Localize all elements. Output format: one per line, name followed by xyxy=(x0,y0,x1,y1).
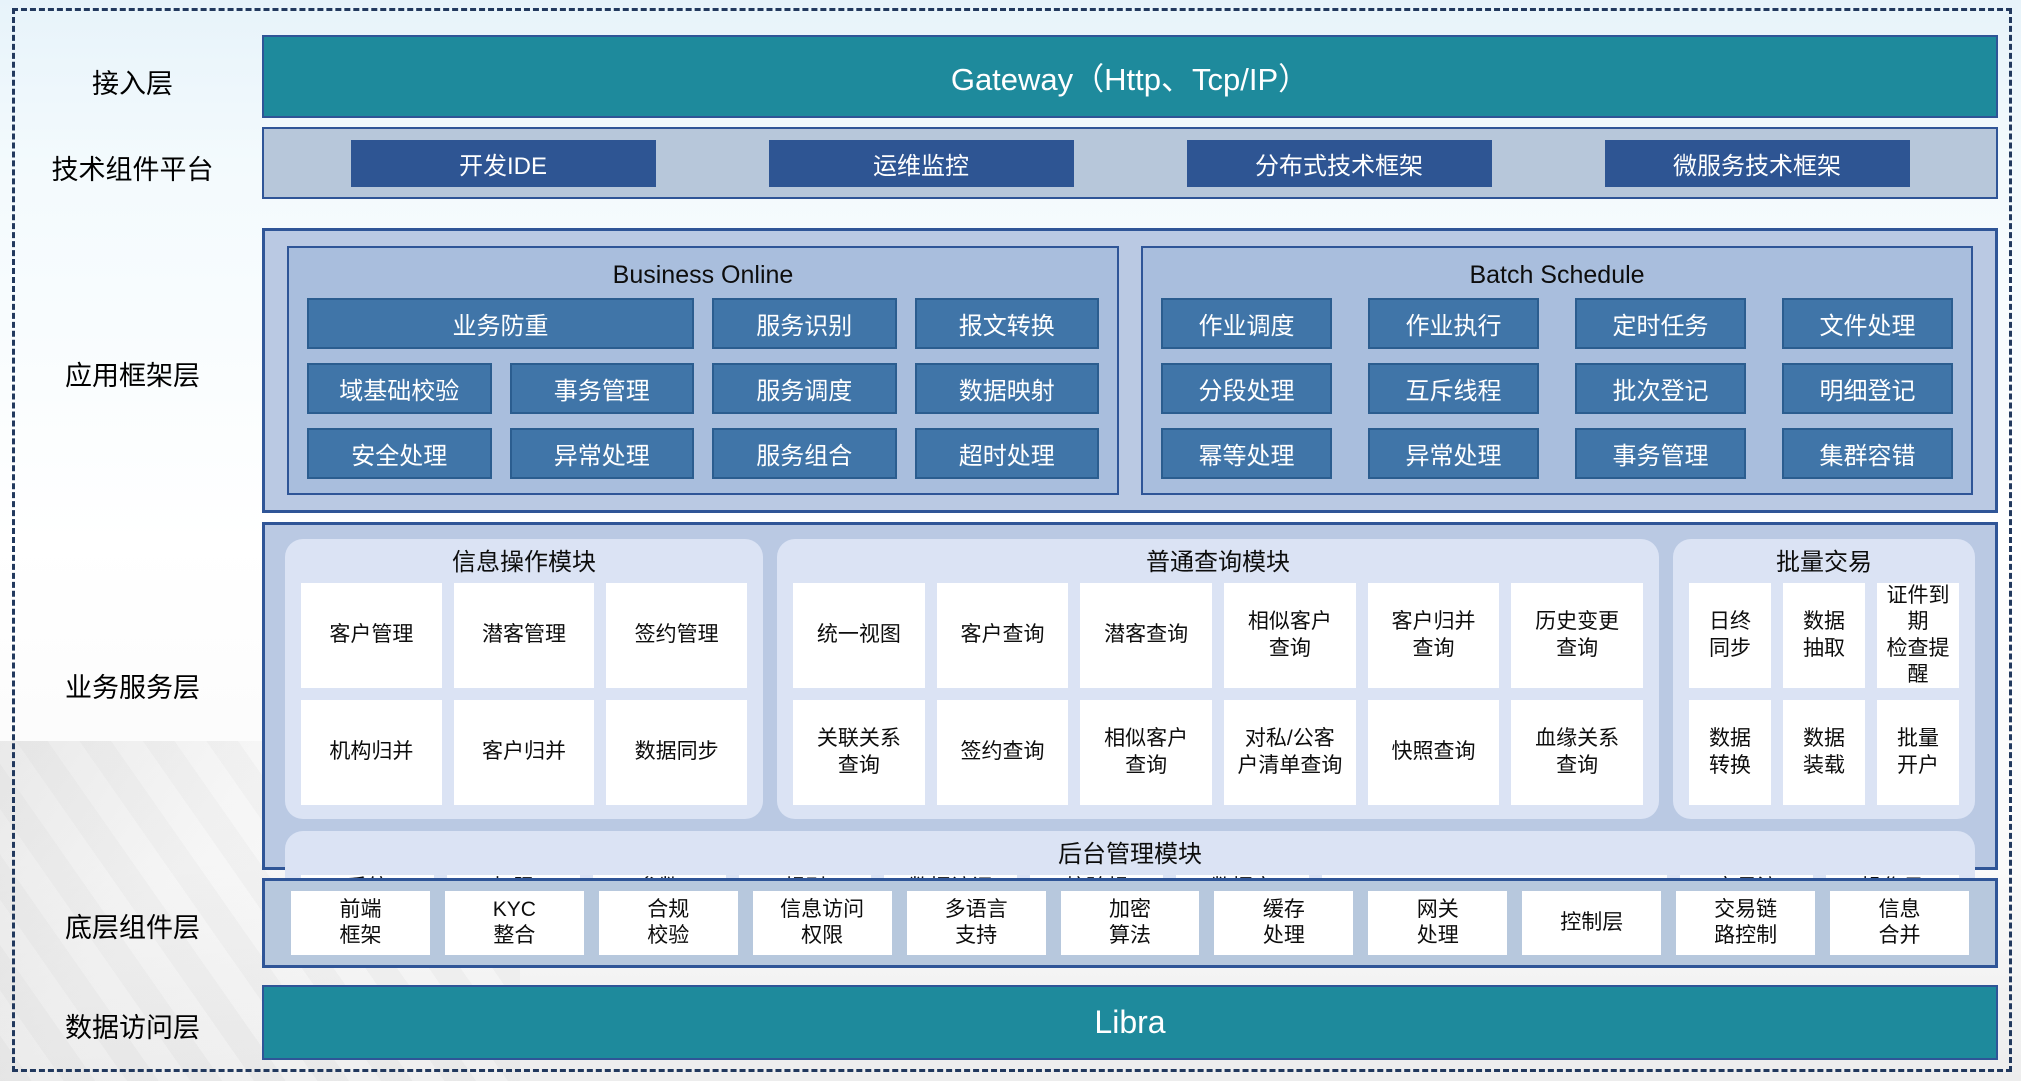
bs-cell: 集群容错 xyxy=(1782,428,1953,479)
libra-bar: Libra xyxy=(262,985,1998,1060)
base-cell: 信息 合并 xyxy=(1830,891,1969,955)
info-cell: 签约管理 xyxy=(606,583,747,688)
panel-info-operations: 信息操作模块 客户管理 潜客管理 签约管理 机构归并 客户归并 数据同步 xyxy=(285,539,763,819)
query-cell: 签约查询 xyxy=(936,700,1069,805)
bo-cell: 超时处理 xyxy=(914,428,1099,479)
info-cell: 机构归并 xyxy=(301,700,442,805)
base-cell: 多语言 支持 xyxy=(906,891,1046,955)
batch-cell: 数据 装载 xyxy=(1783,700,1865,805)
query-cell: 客户归并 查询 xyxy=(1367,583,1500,688)
tech-item-distributed-frame: 分布式技术框架 xyxy=(1186,139,1492,187)
panel-business-online: Business Online 业务防重 服务识别 报文转换 域基础校验 事务管… xyxy=(287,246,1119,495)
batch-cell: 证件到期 检查提醒 xyxy=(1877,583,1959,688)
tech-platform-band: 开发IDE 运维监控 分布式技术框架 微服务技术框架 xyxy=(262,127,1998,199)
bo-cell: 域基础校验 xyxy=(307,363,492,414)
batch-schedule-title: Batch Schedule xyxy=(1469,261,1645,289)
panel-common-query: 普通查询模块 统一视图 客户查询 潜客查询 相似客户 查询 客户归并 查询 历史… xyxy=(777,539,1659,819)
batch-schedule-grid: 作业调度 作业执行 定时任务 文件处理 分段处理 互斥线程 批次登记 明细登记 … xyxy=(1161,298,1953,479)
query-cell: 客户查询 xyxy=(936,583,1069,688)
bo-cell: 异常处理 xyxy=(509,428,694,479)
info-cell: 客户归并 xyxy=(453,700,595,805)
query-cell: 统一视图 xyxy=(793,583,925,688)
panel-batch-trade: 批量交易 日终 同步 数据 抽取 证件到期 检查提醒 数据 转换 数据 装载 批… xyxy=(1673,539,1975,819)
business-service-band: 信息操作模块 客户管理 潜客管理 签约管理 机构归并 客户归并 数据同步 普通查… xyxy=(262,522,1998,942)
query-cell: 相似客户 查询 xyxy=(1080,700,1212,805)
layer-label-base-components: 底层组件层 xyxy=(65,913,200,943)
query-cell: 快照查询 xyxy=(1367,700,1500,805)
info-cell: 潜客管理 xyxy=(453,583,595,688)
bs-cell: 文件处理 xyxy=(1782,298,1953,349)
bs-cell: 作业调度 xyxy=(1161,298,1332,349)
bs-cell: 明细登记 xyxy=(1782,363,1953,414)
query-cell: 历史变更 查询 xyxy=(1511,583,1643,688)
query-cell: 关联关系 查询 xyxy=(793,700,925,805)
gateway-bar: Gateway（Http、Tcp/IP） xyxy=(262,35,1998,118)
bo-cell: 安全处理 xyxy=(307,428,492,479)
bo-cell: 事务管理 xyxy=(509,363,694,414)
tech-item-microservice-frame: 微服务技术框架 xyxy=(1604,139,1910,187)
tech-item-dev-ide: 开发IDE xyxy=(350,139,656,187)
base-cell: 合规 校验 xyxy=(598,891,738,955)
base-cell: 网关 处理 xyxy=(1368,891,1508,955)
bo-cell: 数据映射 xyxy=(914,363,1099,414)
business-online-grid: 业务防重 服务识别 报文转换 域基础校验 事务管理 服务调度 数据映射 安全处理… xyxy=(307,298,1099,479)
bo-cell: 服务组合 xyxy=(712,428,897,479)
info-module-title: 信息操作模块 xyxy=(452,549,596,576)
layer-label-app-framework: 应用框架层 xyxy=(65,361,200,391)
query-cell: 血缘关系 查询 xyxy=(1511,700,1643,805)
base-cell: 缓存 处理 xyxy=(1214,891,1354,955)
bs-cell: 事务管理 xyxy=(1575,428,1746,479)
batch-cell: 数据 转换 xyxy=(1689,700,1771,805)
dashed-frame xyxy=(12,8,2012,1072)
batch-cell: 数据 抽取 xyxy=(1783,583,1865,688)
batch-trade-title: 批量交易 xyxy=(1776,549,1872,576)
admin-module-title: 后台管理模块 xyxy=(1058,841,1202,868)
batch-cell: 批量 开户 xyxy=(1877,700,1959,805)
info-cell: 客户管理 xyxy=(301,583,442,688)
base-cell: 信息访问 权限 xyxy=(752,891,892,955)
layer-label-tech-platform: 技术组件平台 xyxy=(51,155,214,185)
bs-cell: 定时任务 xyxy=(1575,298,1746,349)
bs-cell: 作业执行 xyxy=(1368,298,1539,349)
info-cell: 数据同步 xyxy=(606,700,747,805)
base-cell: 交易链 路控制 xyxy=(1676,891,1816,955)
app-framework-band: Business Online 业务防重 服务识别 报文转换 域基础校验 事务管… xyxy=(262,228,1998,513)
tech-item-ops-monitoring: 运维监控 xyxy=(768,139,1074,187)
layer-label-access: 接入层 xyxy=(92,69,173,99)
batch-trade-grid: 日终 同步 数据 抽取 证件到期 检查提醒 数据 转换 数据 装载 批量 开户 xyxy=(1689,583,1959,805)
bo-cell: 服务调度 xyxy=(712,363,897,414)
base-components-band: 前端 框架 KYC 整合 合规 校验 信息访问 权限 多语言 支持 加密 算法 … xyxy=(262,878,1998,968)
bs-cell: 互斥线程 xyxy=(1368,363,1539,414)
base-cell: 前端 框架 xyxy=(291,891,430,955)
base-cell: KYC 整合 xyxy=(444,891,584,955)
bs-cell: 异常处理 xyxy=(1368,428,1539,479)
query-cell: 相似客户 查询 xyxy=(1224,583,1356,688)
info-module-grid: 客户管理 潜客管理 签约管理 机构归并 客户归并 数据同步 xyxy=(301,583,747,805)
bo-cell: 业务防重 xyxy=(307,298,694,349)
bo-cell: 报文转换 xyxy=(914,298,1099,349)
batch-cell: 日终 同步 xyxy=(1689,583,1771,688)
bs-cell: 分段处理 xyxy=(1161,363,1332,414)
bs-cell: 批次登记 xyxy=(1575,363,1746,414)
query-module-grid: 统一视图 客户查询 潜客查询 相似客户 查询 客户归并 查询 历史变更 查询 关… xyxy=(793,583,1643,805)
layer-label-data-access: 数据访问层 xyxy=(65,1013,200,1043)
business-online-title: Business Online xyxy=(612,261,794,289)
query-cell: 对私/公客 户清单查询 xyxy=(1224,700,1356,805)
bs-cell: 幂等处理 xyxy=(1161,428,1332,479)
panel-batch-schedule: Batch Schedule 作业调度 作业执行 定时任务 文件处理 分段处理 … xyxy=(1141,246,1973,495)
layer-label-business-service: 业务服务层 xyxy=(65,673,200,703)
base-cell: 加密 算法 xyxy=(1060,891,1200,955)
bo-cell: 服务识别 xyxy=(712,298,897,349)
service-modules-row: 信息操作模块 客户管理 潜客管理 签约管理 机构归并 客户归并 数据同步 普通查… xyxy=(285,539,1975,819)
query-module-title: 普通查询模块 xyxy=(1146,549,1290,576)
query-cell: 潜客查询 xyxy=(1080,583,1212,688)
base-cell: 控制层 xyxy=(1522,891,1662,955)
